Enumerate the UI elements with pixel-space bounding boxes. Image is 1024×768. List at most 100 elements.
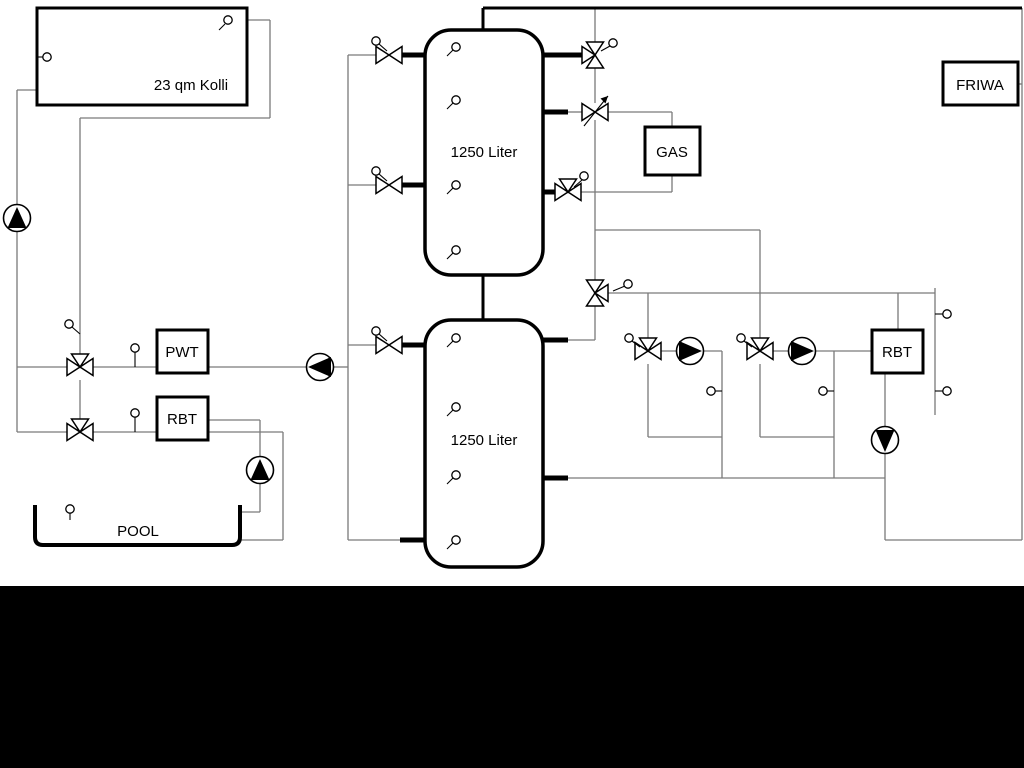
temperature-sensor-icon: [706, 386, 716, 396]
temperature-sensor-icon: [130, 343, 140, 353]
sensor-stub: [631, 340, 641, 348]
tank1-label: 1250 Liter: [451, 144, 518, 161]
sensor-stub: [378, 43, 388, 52]
buffer-tank-2: 1250 Liter: [423, 318, 545, 569]
sensor-stub: [218, 23, 226, 31]
pump-icon: [787, 336, 817, 366]
sensor-stub: [378, 173, 388, 182]
temperature-sensor-icon: [942, 309, 952, 319]
rbt-left-label: RBT: [167, 411, 197, 428]
pwt-label: PWT: [165, 344, 198, 361]
rbt-right-label: RBT: [882, 344, 912, 361]
sensor-stub: [743, 340, 753, 348]
temperature-sensor-icon: [818, 386, 828, 396]
sensors: [64, 36, 952, 432]
temperature-sensor-icon: [451, 95, 461, 105]
sensor-stub: [573, 179, 583, 188]
buffer-tank-1: 1250 Liter: [423, 28, 545, 277]
pwt-box: [155, 328, 210, 375]
temperature-sensor-icon: [451, 333, 461, 343]
three-way-valve-icon: [746, 337, 774, 361]
solar-collector: 23 qm Kolli: [35, 6, 249, 107]
pump-icon: [305, 352, 335, 382]
thick-pipes: [400, 6, 1022, 543]
pump-icon: [245, 455, 275, 485]
sensor-stub: [600, 45, 611, 52]
sensor-stub: [446, 477, 454, 485]
valve-actuator-icon: [624, 333, 634, 343]
sensor-stub: [446, 187, 454, 195]
three-way-valve-icon: [66, 418, 94, 442]
sensor-stub: [612, 285, 626, 292]
valve-actuator-icon: [736, 333, 746, 343]
valve-actuator-icon: [579, 171, 589, 181]
valve-icon: [375, 175, 403, 195]
temperature-sensor-icon: [942, 386, 952, 396]
temperature-sensor-icon: [64, 319, 74, 329]
temperature-sensor-icon: [65, 504, 75, 514]
temperature-sensor-icon: [451, 470, 461, 480]
three-way-valve-icon: [554, 178, 582, 202]
pump-icon: [870, 425, 900, 455]
three-way-valve-icon: [581, 41, 605, 69]
rbt-left: RBT: [155, 395, 210, 442]
temperature-sensor-icon: [451, 180, 461, 190]
pool: POOL: [33, 504, 242, 547]
gas-boiler: GAS: [643, 125, 702, 177]
sensor-stub: [446, 340, 454, 348]
mixing-valve-arrowhead: [600, 96, 608, 104]
pump-arrow-up: [250, 459, 270, 480]
sensor-stub: [71, 326, 81, 335]
rbt-right-box: [870, 328, 925, 375]
bottom-black-bar: [0, 586, 1024, 768]
rbt-right: RBT: [870, 328, 925, 375]
gas-label: GAS: [656, 144, 688, 161]
valve-actuator-icon: [371, 36, 381, 46]
valve-actuator-icon: [608, 38, 618, 48]
three-way-valve-icon: [634, 337, 662, 361]
collector-label: 23 qm Kolli: [154, 77, 228, 94]
temperature-sensor-icon: [451, 245, 461, 255]
tank2-label: 1250 Liter: [451, 432, 518, 449]
pump-icon: [2, 203, 32, 233]
temperature-sensor-icon: [42, 52, 52, 62]
friwa-station: FRIWA: [941, 60, 1020, 107]
gas-boiler-box: [643, 125, 702, 177]
temperature-sensor-icon: [451, 42, 461, 52]
valve-actuator-icon: [623, 279, 633, 289]
friwa-box: [941, 60, 1020, 107]
pump-arrow-down: [875, 430, 895, 452]
sensor-stub: [446, 409, 454, 417]
pump-icon: [675, 336, 705, 366]
sensor-stub: [378, 333, 388, 342]
pump-arrow-up: [7, 207, 27, 228]
temperature-sensor-icon: [451, 402, 461, 412]
buffer-tank-2-body: [423, 318, 545, 569]
pump-arrow-left: [308, 357, 331, 377]
temperature-sensor-icon: [451, 535, 461, 545]
valves: [66, 41, 774, 442]
sensor-stub: [446, 49, 454, 57]
sensor-stub: [446, 542, 454, 550]
pump-arrow-right: [679, 341, 702, 361]
friwa-label: FRIWA: [956, 77, 1004, 94]
sensor-stub: [446, 252, 454, 260]
pwt-heat-exchanger: PWT: [155, 328, 210, 375]
three-way-valve-icon: [585, 279, 609, 307]
pipe-network: [16, 8, 1023, 541]
pool-basin: [33, 505, 242, 547]
three-way-valve-icon: [66, 353, 94, 377]
mixing-valve-icon: [581, 95, 609, 127]
valve-actuator-icon: [371, 326, 381, 336]
solar-collector-box: [35, 6, 249, 107]
rbt-left-box: [155, 395, 210, 442]
pool-label: POOL: [117, 523, 159, 540]
valve-icon: [375, 335, 403, 355]
valve-icon: [375, 45, 403, 65]
valve-actuator-icon: [371, 166, 381, 176]
buffer-tank-1-body: [423, 28, 545, 277]
pumps: [2, 203, 900, 485]
temperature-sensor-icon: [223, 15, 233, 25]
pump-arrow-right: [791, 341, 814, 361]
